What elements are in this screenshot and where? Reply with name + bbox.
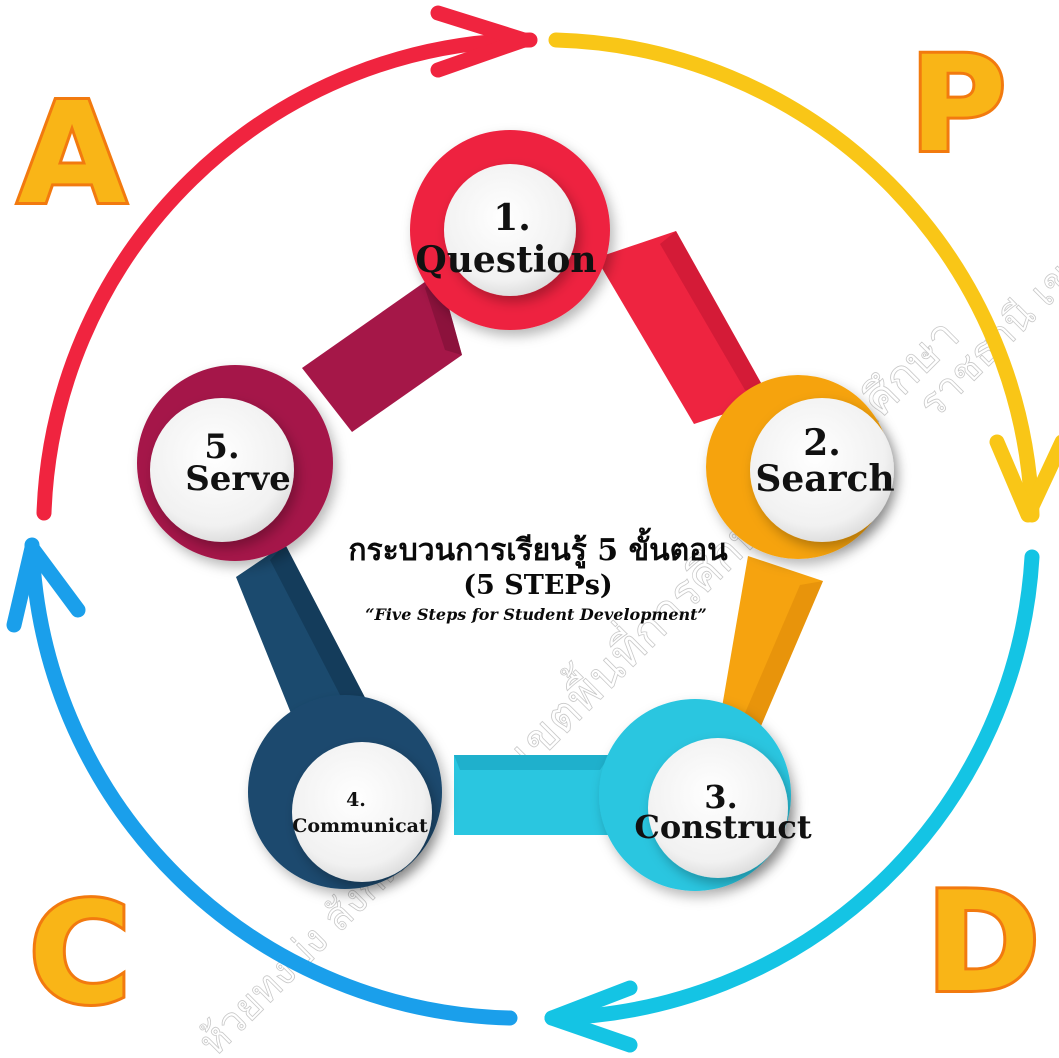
pdca-cycle [6, 5, 1059, 1053]
arrowhead-left [6, 540, 86, 633]
step-question: 1. Question [410, 130, 610, 330]
step-search: 2. Search [706, 375, 895, 559]
disc-serve [150, 398, 294, 542]
step-communicate: 4. Communicat [248, 695, 442, 889]
step-number-communicate: 4. [346, 789, 366, 811]
step-label-serve: Serve [185, 459, 291, 499]
step-label-construct: Construct [634, 808, 811, 846]
arc-bottom-right [544, 549, 1040, 1026]
step-number-search: 2. [803, 422, 841, 464]
arc-bottom-left [24, 537, 518, 1026]
connector-construct-communicate [454, 755, 610, 835]
center-title: กระบวนการเรียนรู้ 5 ขั้นตอน [348, 527, 728, 569]
center-tagline: “Five Steps for Student Development” [365, 605, 706, 624]
letter-a: A [18, 73, 126, 236]
arc-top-left [36, 32, 538, 521]
arrowhead-right [989, 434, 1059, 523]
arrowhead-bottom [544, 980, 638, 1053]
arc-top-right [548, 32, 1040, 523]
step-number-serve: 5. [204, 427, 240, 467]
step-label-question: Question [415, 239, 596, 281]
connector-search-construct [721, 556, 823, 733]
letter-p: P [910, 28, 1007, 182]
connector-question-search [596, 231, 770, 424]
step-number-construct: 3. [704, 778, 737, 816]
step-label-search: Search [755, 458, 894, 500]
step-label-communicate: Communicat [292, 815, 428, 837]
center-title-block: กระบวนการเรียนรู้ 5 ขั้นตอน (5 STEPs) “F… [348, 527, 728, 624]
letter-d: D [926, 862, 1041, 1023]
step-construct: 3. Construct [599, 699, 812, 891]
disc-construct [648, 738, 788, 878]
step-serve: 5. Serve [137, 365, 333, 561]
pdca-letters: P D C A [15, 25, 1043, 1039]
arrowhead-top [430, 5, 532, 78]
center-subtitle: (5 STEPs) [463, 570, 612, 601]
connector-communicate-serve [236, 544, 372, 743]
disc-question [444, 164, 576, 296]
disc-search [750, 398, 894, 542]
connector-serve-question [302, 272, 462, 432]
step-connectors [236, 231, 823, 835]
disc-communicate [292, 742, 432, 882]
step-number-question: 1. [493, 197, 531, 239]
letter-c: C [29, 873, 132, 1036]
